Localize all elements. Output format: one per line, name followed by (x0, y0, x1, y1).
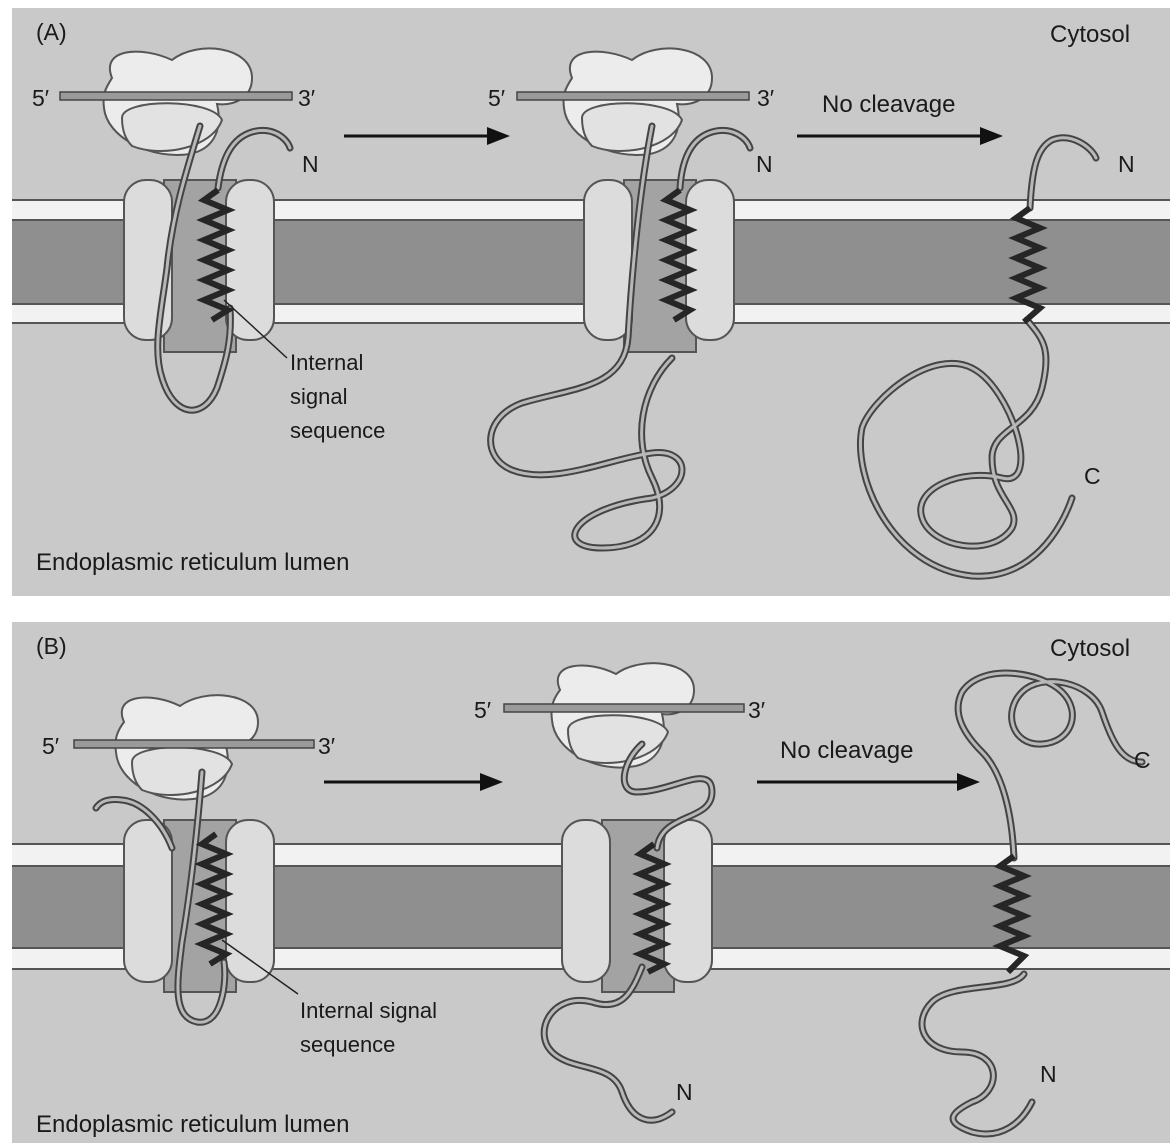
mrna (504, 704, 744, 712)
arrow (797, 127, 1003, 145)
no-cleavage-label: No cleavage (780, 737, 913, 764)
no-cleavage-label: No cleavage (822, 91, 955, 118)
translocon (584, 180, 734, 352)
mrna-3prime-label: 3′ (757, 85, 774, 111)
c-terminus-label: C (1134, 747, 1151, 773)
mrna-3prime-label: 3′ (298, 85, 315, 111)
n-terminus-label: N (676, 1079, 693, 1105)
panel-b-diagram: (B) Cytosol Endoplasmic reticulum lumen … (12, 622, 1170, 1143)
ribosome (551, 663, 694, 767)
signal-sequence-label: sequence (290, 418, 385, 443)
c-terminus-label: C (1084, 463, 1101, 489)
signal-sequence-label: sequence (300, 1032, 395, 1057)
panel-label: (A) (36, 19, 67, 45)
cytosol-label: Cytosol (1050, 21, 1130, 48)
mrna-5prime-label: 5′ (488, 85, 505, 111)
mrna-5prime-label: 5′ (32, 85, 49, 111)
arrow (324, 773, 503, 791)
ribosome (564, 48, 712, 155)
lumen-label: Endoplasmic reticulum lumen (36, 549, 349, 576)
panel-a-diagram: (A) Cytosol Endoplasmic reticulum lumen … (12, 8, 1170, 596)
panel-label: (B) (36, 633, 67, 659)
ribosome (104, 48, 252, 155)
mrna-5prime-label: 5′ (42, 733, 59, 759)
n-terminus-label: N (1040, 1061, 1057, 1087)
n-terminus-label: N (302, 151, 319, 177)
mrna-5prime-label: 5′ (474, 697, 491, 723)
mrna-3prime-label: 3′ (318, 733, 335, 759)
cytosol-label: Cytosol (1050, 635, 1130, 662)
arrow (757, 773, 980, 791)
panel-a: (A) Cytosol Endoplasmic reticulum lumen … (12, 8, 1170, 596)
signal-sequence-label: signal (290, 384, 347, 409)
arrow (344, 127, 510, 145)
mrna (74, 740, 314, 748)
mrna (60, 92, 292, 100)
mrna (517, 92, 749, 100)
signal-sequence-label: Internal (290, 350, 363, 375)
lumen-label: Endoplasmic reticulum lumen (36, 1111, 349, 1138)
mrna-3prime-label: 3′ (748, 697, 765, 723)
n-terminus-label: N (756, 151, 773, 177)
signal-sequence-label: Internal signal (300, 998, 437, 1023)
n-terminus-label: N (1118, 151, 1135, 177)
panel-b: (B) Cytosol Endoplasmic reticulum lumen … (12, 622, 1170, 1143)
translocon (562, 820, 712, 992)
